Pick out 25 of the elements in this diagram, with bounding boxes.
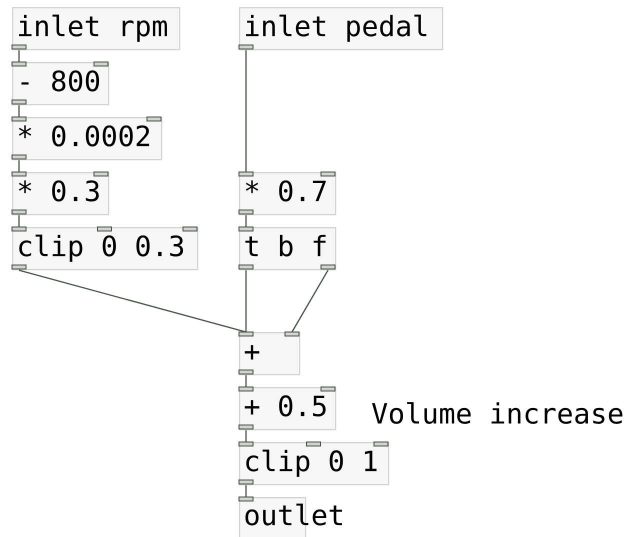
patch-cord (18, 160, 20, 172)
patch-cord (245, 485, 247, 497)
object-box: * 0.7 (238, 172, 336, 216)
patch-cord (18, 270, 246, 333)
patch-cord (18, 215, 20, 227)
comment-text: Volume increase (372, 402, 622, 424)
object-box: clip 0 1 (238, 442, 390, 486)
object-box: t b f (238, 226, 336, 270)
object-box: clip 0 0.3 (12, 226, 198, 270)
object-box: inlet rpm (12, 7, 180, 50)
object-box: inlet pedal (238, 7, 444, 50)
patch-cord (245, 215, 247, 227)
object-box: outlet (238, 496, 342, 537)
object-box: * 0.3 (12, 172, 110, 216)
patch-cord (245, 270, 247, 332)
object-box: + 0.5 (238, 386, 336, 430)
patch-cord (18, 105, 20, 117)
object-box: - 800 (12, 62, 110, 106)
patch-cord (18, 50, 20, 62)
patch-cord (291, 270, 329, 332)
object-box: * 0.0002 (12, 116, 162, 160)
patch-cord (245, 375, 247, 387)
patch-cord (245, 50, 247, 172)
patch-cord (245, 430, 247, 442)
object-box: + (238, 332, 300, 376)
